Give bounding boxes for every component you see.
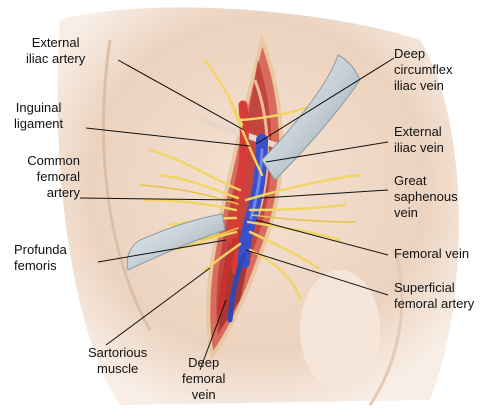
leader-deep-femoral-vein: [199, 299, 227, 371]
knee-bulge: [300, 270, 380, 390]
label-common-femoral-artery: Common femoral artery: [27, 153, 80, 200]
leader-external-iliac-vein: [265, 141, 389, 163]
leader-external-iliac-artery: [117, 59, 245, 131]
profunda-femoris-shape: [217, 237, 239, 315]
label-inguinal-ligament: Inguinal ligament: [14, 100, 64, 131]
label-superficial-femoral-artery: Superficial femoral artery: [394, 280, 475, 311]
leader-femoral-vein: [255, 219, 389, 256]
leader-deep-circumflex: [255, 57, 395, 145]
label-external-iliac-artery: External iliac artery: [26, 35, 86, 66]
thigh-contour: [102, 39, 152, 331]
leader-sartorious: [105, 267, 211, 346]
retractor-lower: [126, 213, 226, 271]
leader-great-saphenous: [261, 189, 389, 199]
nerve-strands: [143, 58, 362, 302]
label-deep-circumflex-iliac-vein: Deep circumflex iliac vein: [394, 46, 453, 93]
leader-inguinal-ligament: [85, 127, 251, 147]
nerve-strands-2: [139, 184, 356, 241]
leader-superficial-femoral: [245, 249, 389, 296]
label-femoral-vein: Femoral vein: [394, 246, 470, 261]
deep-femoral-vein-shape: [227, 252, 247, 323]
vein-highlight: [249, 148, 264, 220]
label-great-saphenous-vein: Great saphenous vein: [394, 173, 458, 220]
leader-common-femoral-artery: [79, 197, 235, 201]
leader-lines: [79, 57, 395, 371]
thigh-contour-right: [368, 249, 404, 406]
leader-profunda-femoris: [97, 239, 227, 263]
retractor-upper: [261, 54, 361, 181]
label-deep-femoral-vein: Deep femoral vein: [182, 355, 226, 402]
label-sartorious-muscle: Sartorious muscle: [88, 345, 148, 376]
label-profunda-femoris: Profunda femoris: [14, 242, 67, 273]
label-external-iliac-vein: External iliac vein: [394, 124, 444, 155]
